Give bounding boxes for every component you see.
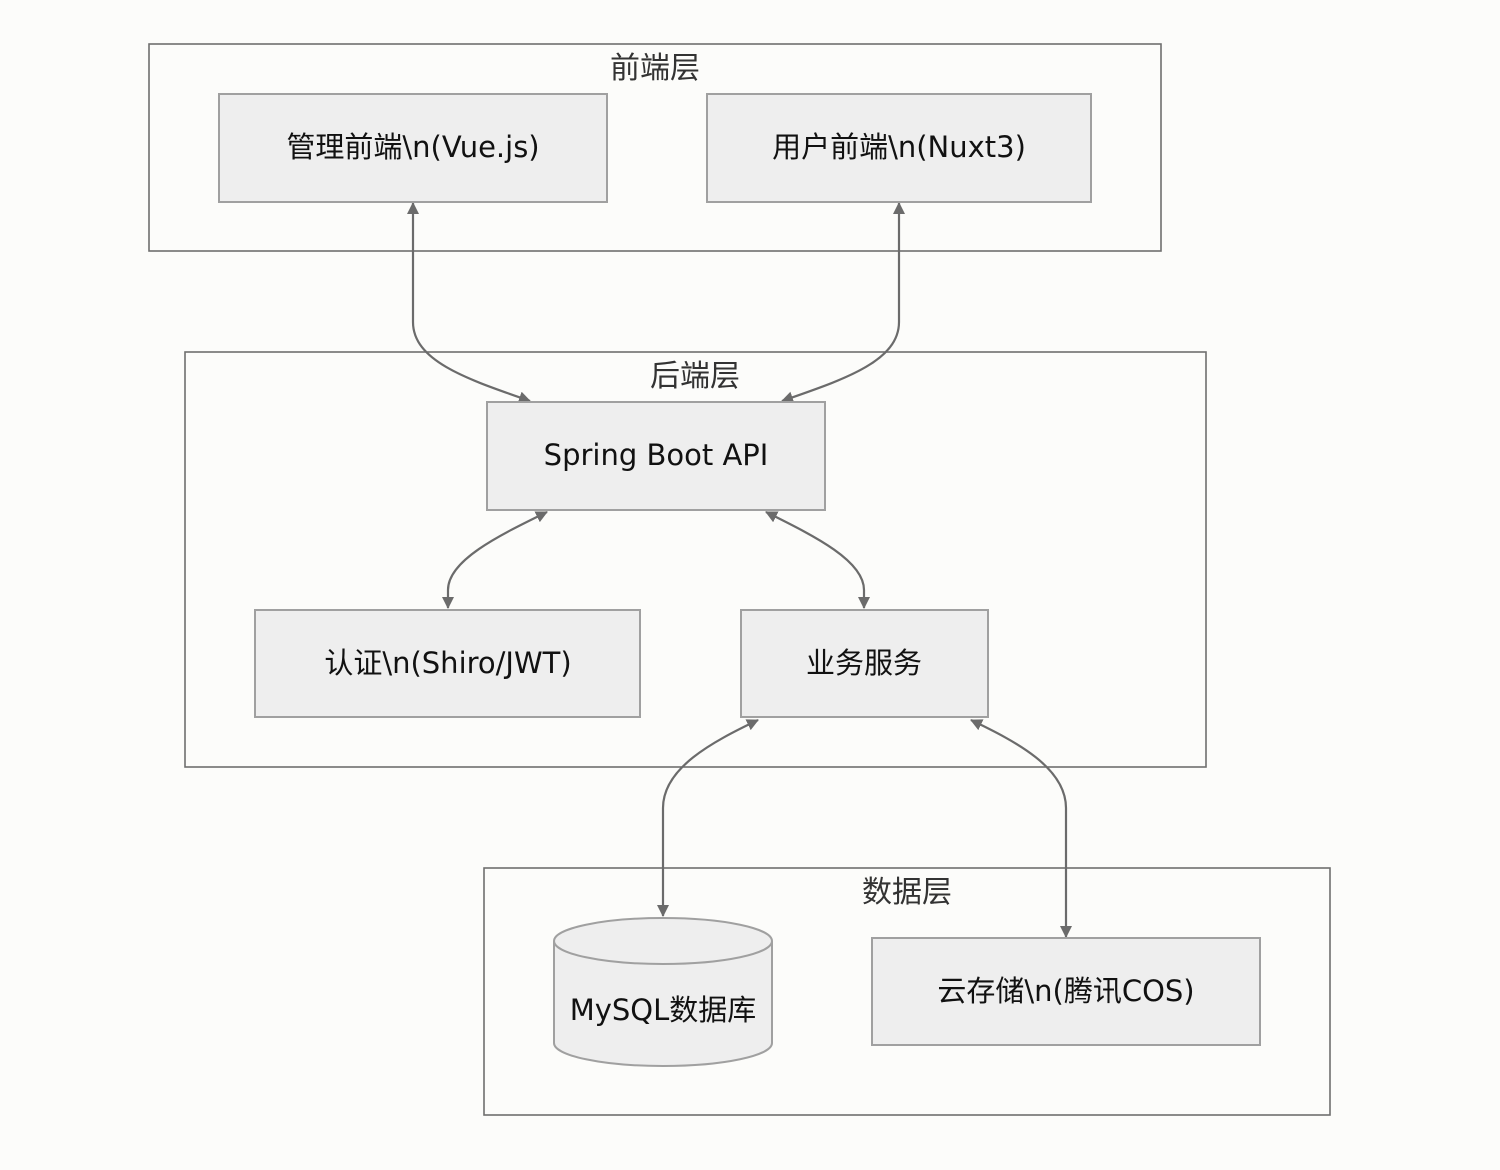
node-user-frontend-box — [706, 93, 1092, 203]
node-business-service-box — [740, 609, 989, 718]
edge-api-auth — [442, 511, 548, 609]
cluster-frontend-label: 前端层 — [610, 51, 700, 86]
cluster-backend-label: 后端层 — [650, 359, 740, 394]
node-spring-boot-api-box — [486, 401, 826, 511]
node-mysql[interactable]: MySQL数据库 — [553, 917, 773, 1067]
node-admin-frontend-box — [218, 93, 608, 203]
node-mysql-label: MySQL数据库 — [570, 993, 757, 1027]
node-admin-frontend-label: 管理前端\n(Vue.js) — [286, 130, 539, 164]
edge-business-storage — [970, 719, 1072, 938]
node-business-service-label: 业务服务 — [806, 646, 922, 680]
node-auth[interactable]: 认证\n(Shiro/JWT) — [254, 609, 641, 718]
edge-business-mysql — [657, 719, 759, 917]
edge-admin-frontend-api — [407, 202, 531, 404]
edge-api-business — [765, 511, 870, 609]
node-spring-boot-api[interactable]: Spring Boot API — [486, 401, 826, 511]
edge-user-frontend-api — [781, 202, 905, 404]
node-admin-frontend[interactable]: 管理前端\n(Vue.js) — [218, 93, 608, 203]
node-cloud-storage-box — [871, 937, 1261, 1046]
node-auth-box — [254, 609, 641, 718]
cluster-data-label: 数据层 — [862, 875, 952, 910]
node-mysql-cylinder-top — [553, 940, 773, 965]
node-business-service[interactable]: 业务服务 — [740, 609, 989, 718]
node-user-frontend-label: 用户前端\n(Nuxt3) — [772, 130, 1026, 164]
node-user-frontend[interactable]: 用户前端\n(Nuxt3) — [706, 93, 1092, 203]
node-cloud-storage[interactable]: 云存储\n(腾讯COS) — [871, 937, 1261, 1046]
node-mysql-cylinder — [553, 917, 773, 1067]
node-spring-boot-api-label: Spring Boot API — [544, 438, 769, 472]
node-auth-label: 认证\n(Shiro/JWT) — [324, 646, 571, 680]
node-cloud-storage-label: 云存储\n(腾讯COS) — [937, 974, 1194, 1008]
